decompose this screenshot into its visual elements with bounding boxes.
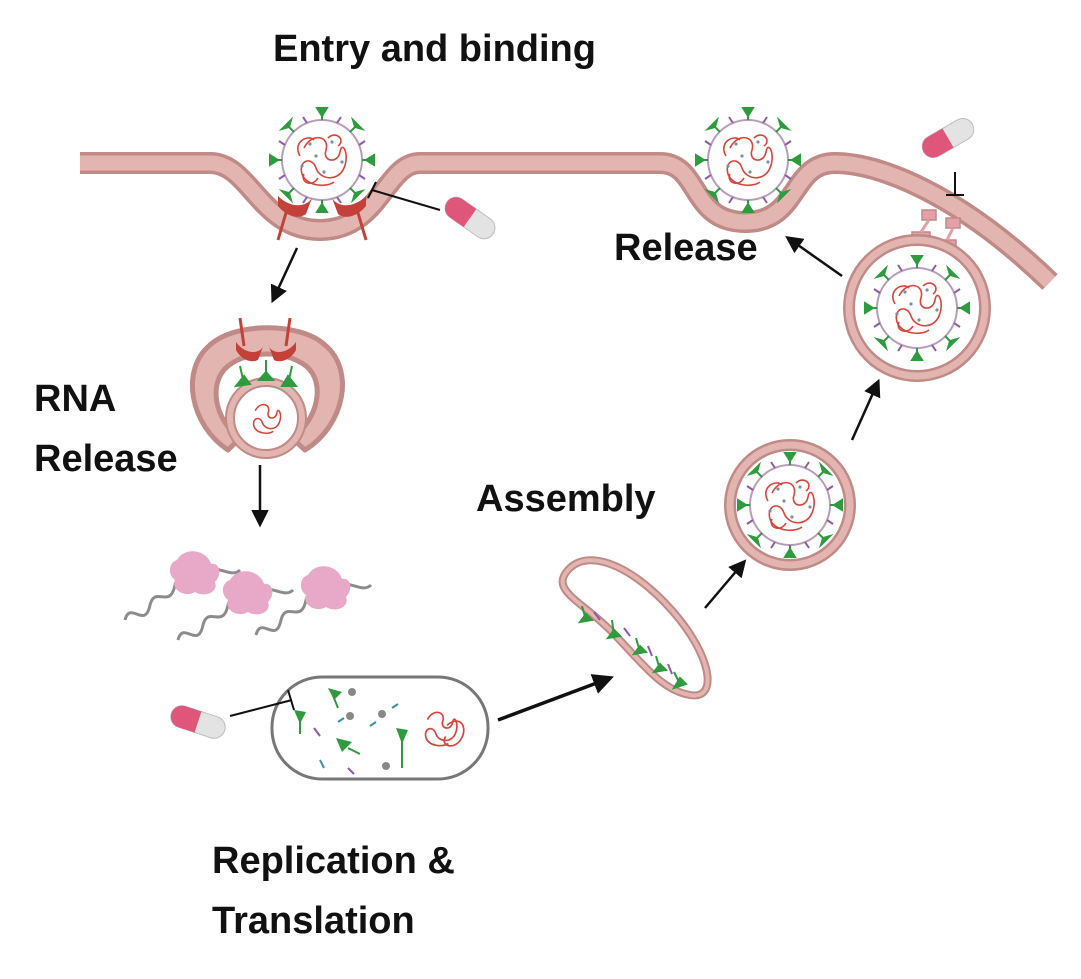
inhibition-bar <box>367 181 377 199</box>
label-rna-line1: RNA <box>34 378 117 420</box>
arrow-to-release <box>785 235 843 278</box>
drug-capsule-icon <box>167 702 229 742</box>
label-rna-line2: Release <box>34 438 178 480</box>
label-replication-line1: Replication & <box>212 840 455 882</box>
label-release: Release <box>614 227 758 269</box>
label-assembly: Assembly <box>476 478 656 520</box>
arrow-er-to-vesicle <box>704 559 747 609</box>
endosome <box>189 317 345 459</box>
assembly-vesicle <box>724 439 856 571</box>
receptor-icon <box>276 196 368 241</box>
secretory-vesicle <box>843 234 991 382</box>
translation-ribosomes <box>123 549 373 642</box>
inhibition-line <box>371 189 441 211</box>
plasma-membrane <box>80 152 1058 290</box>
inhibition-bar <box>287 689 295 711</box>
inhibition-line <box>229 699 293 717</box>
drug-capsule-icon <box>917 113 979 163</box>
drug-capsule-icon <box>440 192 500 244</box>
arrow-entry-to-endosome <box>270 247 299 304</box>
entry-virion-icon <box>269 107 375 213</box>
label-replication-line2: Translation <box>212 900 415 942</box>
label-entry-binding: Entry and binding <box>273 28 596 70</box>
arrow-vesicle-to-secretory <box>850 378 881 441</box>
arrow-replication-to-er <box>497 674 614 722</box>
replication-compartment <box>270 675 490 781</box>
er-organelle <box>558 556 712 700</box>
